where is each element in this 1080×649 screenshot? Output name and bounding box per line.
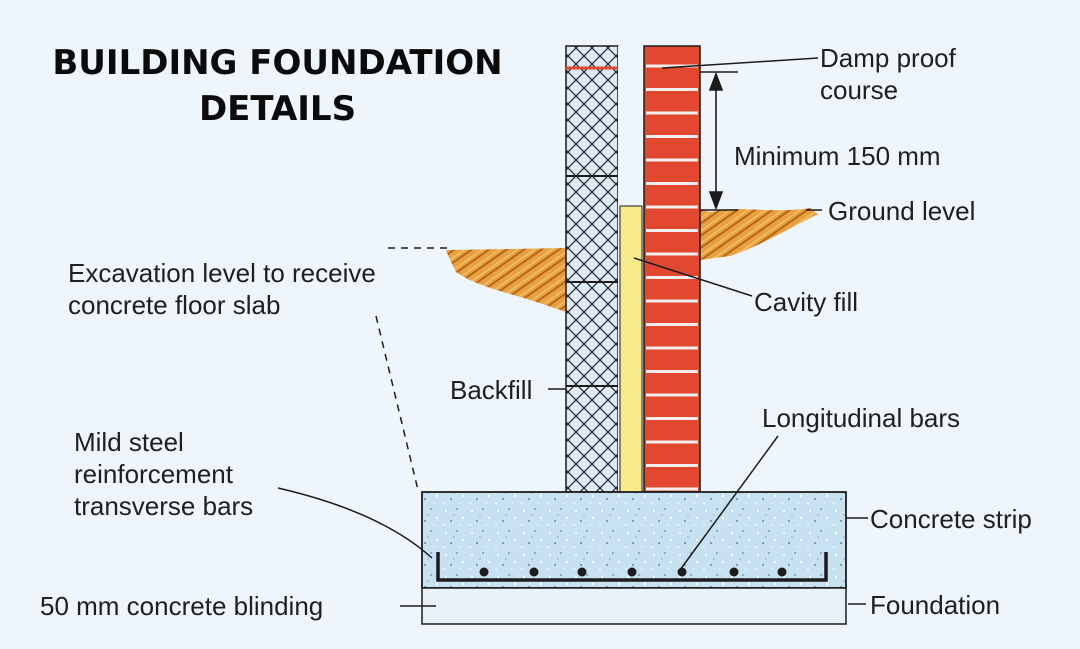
block-joints [566,175,618,387]
diagram-title: BUILDING FOUNDATION DETAILS [40,40,515,132]
longitudinal-bar [577,567,587,577]
title-line-1: BUILDING FOUNDATION [52,43,503,83]
excavation-dashes [375,247,452,491]
longitudinal-bar [729,567,739,577]
label-mild-steel-reinforcement: Mild steel reinforcement transverse bars [74,427,254,521]
label-longitudinal-bars: Longitudinal bars [762,403,961,433]
longitudinal-bar [479,567,489,577]
label-concrete-strip: Concrete strip [870,504,1032,534]
cavity-fill [619,205,643,493]
longitudinal-bar [529,567,539,577]
blockwork-leaf [565,45,619,493]
leader-lines [277,57,868,607]
title-line-2: DETAILS [198,89,357,129]
concrete-blinding [421,587,847,625]
label-ground-level: Ground level [828,196,976,226]
label-foundation: Foundation [870,590,1001,620]
label-cavity-fill: Cavity fill [754,287,859,317]
label-excavation-level: Excavation level to receive concrete flo… [68,258,376,320]
label-minimum-height: Minimum 150 mm [734,141,941,171]
longitudinal-bar [677,567,687,577]
label-backfill: Backfill [450,375,533,405]
label-concrete-blinding: 50 mm concrete blinding [40,591,324,621]
longitudinal-bar [627,567,637,577]
ground-soil-right [700,208,818,260]
mortar-joints [646,64,698,491]
excavation-soil-left [446,248,566,312]
transverse-bar [436,552,828,582]
minimum-height-dimension [700,71,738,211]
longitudinal-bar [777,567,787,577]
longitudinal-bars [479,567,787,577]
label-damp-proof-course: Damp proof course [820,43,956,105]
